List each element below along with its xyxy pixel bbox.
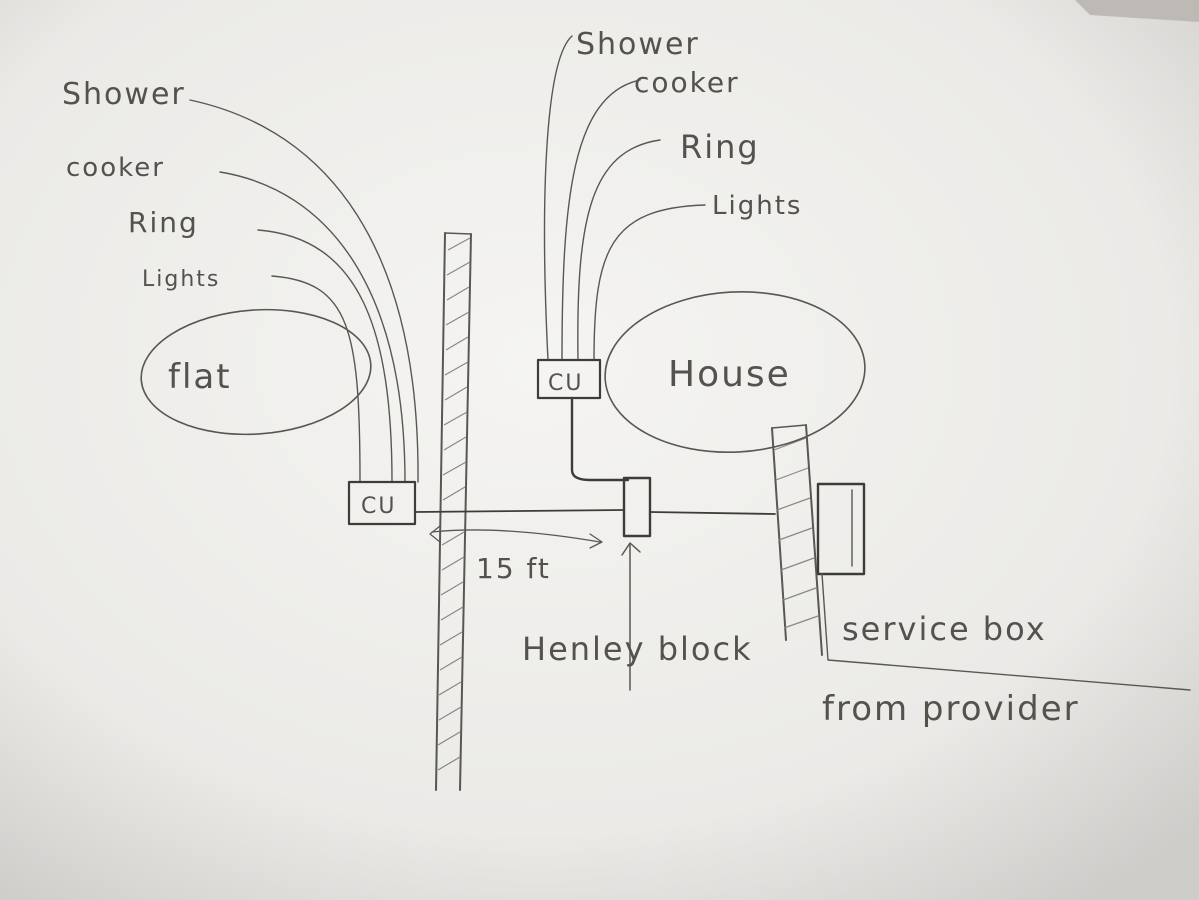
house-label: House: [668, 354, 791, 395]
sub-main-cable: [414, 509, 625, 513]
flat-cu-label: CU: [361, 494, 396, 519]
house-cu-feed-cable: [570, 396, 630, 482]
house-circuit-cables: [543, 35, 706, 361]
henley-label: Henley block: [522, 630, 753, 668]
distance-dimension: 15 ft: [429, 525, 603, 585]
henley-block: [622, 476, 652, 538]
service-tail-cable: [649, 511, 776, 515]
flat-circuit-ring: Ring: [128, 206, 199, 239]
house-circuit-shower: Shower: [576, 27, 700, 62]
house-outline: [604, 291, 866, 453]
house-circuit-lights: Lights: [712, 191, 802, 221]
party-wall: [435, 232, 472, 791]
house-wall: [771, 424, 823, 656]
house-circuit-ring: Ring: [680, 128, 760, 166]
service-box-label: service box: [842, 610, 1047, 648]
flat-circuit-lights: Lights: [142, 267, 220, 292]
flat-outline: [140, 308, 372, 436]
flat-label: flat: [168, 357, 232, 397]
flat-consumer-unit: CU: [347, 480, 417, 526]
flat-circuit-cooker: cooker: [66, 153, 165, 183]
house-cu-label: CU: [548, 371, 583, 396]
house-circuit-cooker: cooker: [634, 66, 740, 99]
house-consumer-unit: CU: [536, 358, 602, 400]
paper-corner: [1075, 0, 1199, 22]
flat-circuit-shower: Shower: [62, 77, 186, 112]
distance-label: 15 ft: [476, 552, 551, 585]
from-provider-label: from provider: [822, 689, 1080, 729]
provider-cable: [821, 573, 1191, 691]
flat-circuit-cables: [189, 99, 419, 483]
service-box: [816, 482, 866, 576]
